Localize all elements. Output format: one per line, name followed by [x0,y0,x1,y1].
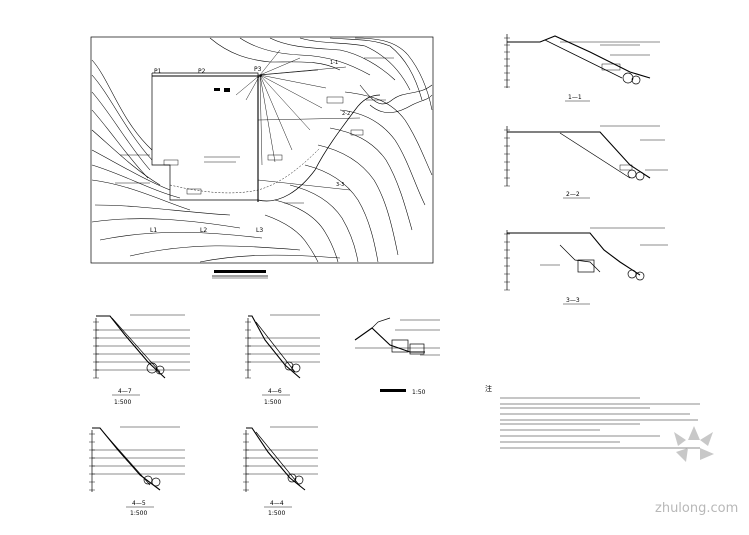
plan-title-mark [214,270,266,273]
section-4-5-label: 4—5 [132,500,146,507]
label-cut-2: 2-2 [342,111,350,117]
section-4-4-label: 4—4 [270,500,284,507]
section-4-7-scale: 1:500 [114,399,131,406]
section-4-7: 4—7 1:500 [93,314,190,406]
section-2-2-label: 2—2 [566,191,580,198]
watermark-logo-icon [674,426,714,462]
contours-left [91,59,341,263]
section-2-2: 2—2 [504,125,668,199]
slope-top-line [169,147,321,194]
section-4-4-scale: 1:500 [268,510,285,517]
plan-frame [90,36,434,264]
section-4-5-scale: 1:500 [130,510,147,517]
section-4-6-label: 4—6 [268,388,282,395]
section-4-6: 4—6 1:500 [245,314,320,406]
detail-drawing: 1:50 [354,317,440,396]
cut-line-2 [257,117,361,121]
section-3-3: 3—3 [504,227,668,305]
label-P3: P3 [254,66,262,73]
section-1-1: 1—1 [504,34,660,102]
section-4-5: 4—5 1:500 [89,426,185,517]
label-L1: L1 [150,227,157,234]
notes-heading: 注 [485,384,492,393]
label-cut-3: 3-3 [336,182,344,188]
label-P1: P1 [154,68,162,75]
cut-line-1 [257,66,347,76]
section-3-3-label: 3—3 [566,297,580,304]
section-4-4: 4—4 1:500 [243,426,318,517]
section-4-7-label: 4—7 [118,388,132,395]
contours-right [209,37,433,263]
slope-toe-line [257,94,381,202]
notes-block: 注 [485,384,700,449]
plan-view: P1 P2 P3 L1 L2 L3 1-1 2-2 3-3 [90,36,434,279]
cut-line-3 [257,179,351,191]
label-cut-1: 1-1 [330,60,338,66]
slope-rays [235,49,327,166]
watermark: zhulong.com [655,426,738,516]
label-L3: L3 [256,227,263,234]
label-L2: L2 [200,227,207,234]
building-outline [151,72,259,201]
section-1-1-label: 1—1 [568,94,582,101]
detail-title-mark [380,389,406,392]
label-P2: P2 [198,68,206,75]
plan-annotation-marks [115,57,394,204]
section-4-6-scale: 1:500 [264,399,281,406]
detail-scale: 1:50 [412,389,426,396]
watermark-text: zhulong.com [655,501,738,516]
